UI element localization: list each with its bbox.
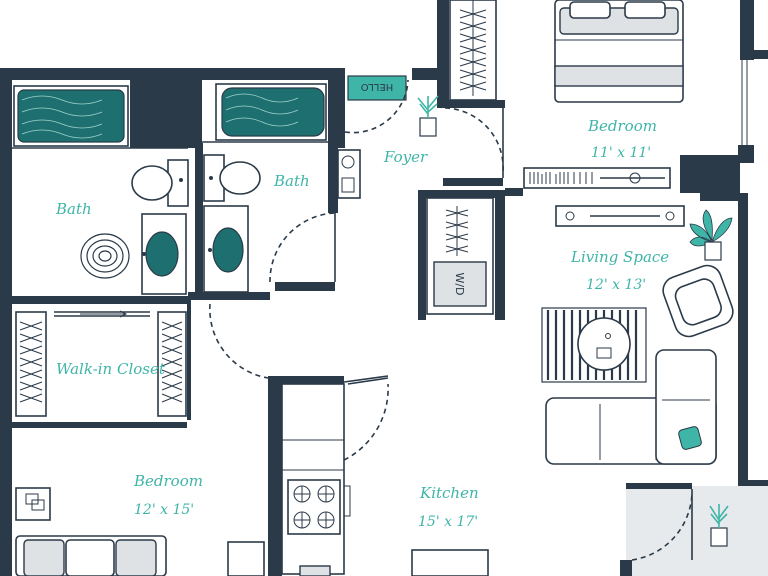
room-dim-living: 12' x 13' xyxy=(586,277,646,293)
door-swing-patio xyxy=(631,491,693,561)
sink-icon xyxy=(299,565,331,576)
door-swing-bath xyxy=(269,212,336,283)
closet-rack-icon xyxy=(15,311,47,417)
room-label-bath-left: Bath xyxy=(55,200,92,218)
plant-icon xyxy=(689,209,733,261)
doormat-text: HELLO xyxy=(361,81,394,92)
plant-icon xyxy=(709,504,729,547)
washer-dryer-icon: W/D xyxy=(426,197,494,315)
coffee-table-icon xyxy=(541,307,647,383)
door-swing-closet xyxy=(209,303,269,379)
bath-rug-icon xyxy=(80,233,130,279)
sofa-icon xyxy=(545,349,717,465)
cabinet-icon xyxy=(281,375,389,575)
patio-area xyxy=(626,486,768,576)
room-label-kitchen: Kitchen xyxy=(419,484,479,502)
toilet-icon xyxy=(131,159,189,207)
room-label-walkin: Walk-in Closet xyxy=(56,360,166,378)
window-right xyxy=(739,60,748,480)
plant-icon xyxy=(417,95,439,137)
kitchen-island-icon xyxy=(411,549,489,576)
door-swing-kitchen xyxy=(343,383,389,461)
doormat-icon: HELLO xyxy=(347,75,407,101)
room-label-foyer: Foyer xyxy=(383,148,428,166)
bathtub-icon xyxy=(13,85,129,147)
tv-console-icon xyxy=(555,205,685,227)
closet-rack-icon xyxy=(449,0,497,101)
door-swing-bedroom-top xyxy=(444,107,504,173)
door-swing-entry xyxy=(344,79,409,134)
room-label-bedroom-top: Bedroom xyxy=(587,117,657,135)
dresser-icon xyxy=(227,541,265,576)
stove-icon xyxy=(287,479,351,535)
closet-rack-icon xyxy=(157,311,187,417)
room-dim-kitchen: 15' x 17' xyxy=(418,514,478,530)
toilet-icon xyxy=(203,154,261,202)
room-dim-bedroom-bottom: 12' x 15' xyxy=(134,502,194,518)
room-label-living: Living Space xyxy=(570,248,669,266)
console-icon xyxy=(337,149,361,199)
washer-dryer-text: W/D xyxy=(453,272,466,295)
bed-icon xyxy=(554,0,684,103)
nightstand-icon xyxy=(15,487,51,521)
room-label-bedroom-bottom: Bedroom xyxy=(133,472,203,490)
bed-icon xyxy=(15,535,167,576)
dresser-icon xyxy=(523,167,671,189)
sink-icon xyxy=(141,213,187,295)
armchair-icon xyxy=(662,264,734,338)
room-dim-bedroom-top: 11' x 11' xyxy=(591,145,651,161)
room-label-bath-right: Bath xyxy=(273,172,310,190)
bathtub-icon xyxy=(215,83,327,141)
sink-icon xyxy=(203,205,249,293)
